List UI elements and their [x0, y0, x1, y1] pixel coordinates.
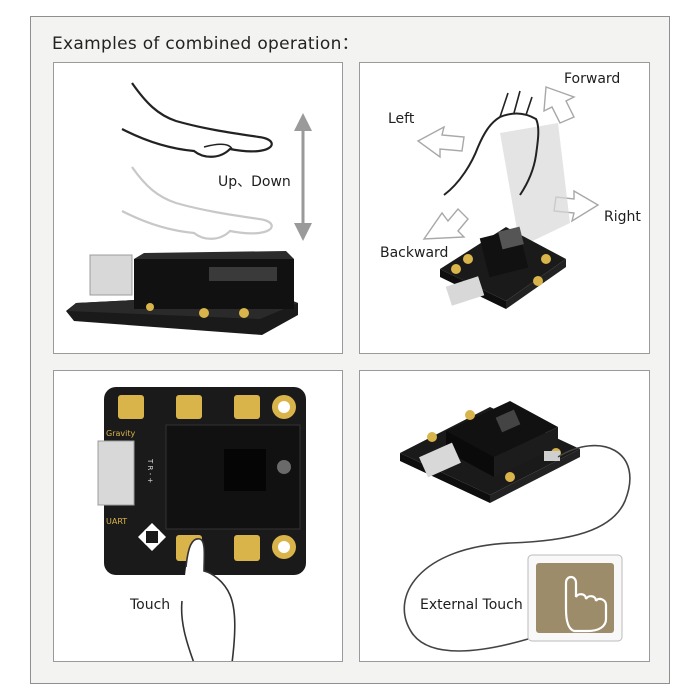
forward-label: Forward [564, 71, 621, 87]
board-pins-label: T R - + [146, 459, 154, 484]
connector [97, 440, 135, 506]
panel-directions: Forward Left Right Backward [359, 62, 650, 354]
external-touch-label: External Touch [420, 597, 523, 613]
right-label: Right [604, 209, 641, 225]
connector [89, 254, 133, 296]
external-touch-illustration [400, 401, 631, 652]
backward-arrow-icon [422, 207, 469, 240]
panel-external-touch: External Touch [359, 370, 650, 662]
panel-up-down: Up、Down [53, 62, 343, 354]
board-uart-label: UART [106, 517, 128, 526]
connector [419, 442, 461, 478]
hand-upper [121, 82, 273, 158]
directions-illustration [416, 86, 600, 309]
touch-illustration [97, 387, 306, 661]
up-down-label: Up、Down [218, 174, 291, 190]
left-label: Left [388, 111, 415, 127]
forward-arrow-icon [543, 86, 576, 124]
touch-pad-icon [176, 395, 202, 419]
touch-pad-icon [234, 535, 260, 561]
figure-title: Examples of combined operation： [52, 34, 359, 54]
backward-label: Backward [380, 245, 449, 261]
board-gravity-label: Gravity [106, 429, 136, 438]
touch-pad-icon [118, 395, 144, 419]
touch-pad-icon [234, 395, 260, 419]
pointer-hand-icon [564, 575, 608, 633]
direction-arrows-icon [138, 523, 166, 551]
left-arrow-icon [416, 125, 465, 159]
up-down-illustration [66, 82, 312, 335]
panel-touch: Gravity UART T R - + Touch [53, 370, 343, 662]
hand-lower-faded [121, 166, 273, 240]
wire [403, 444, 631, 652]
hand-icon [443, 112, 540, 196]
connector [445, 276, 485, 306]
touch-label: Touch [130, 597, 171, 613]
finger-icon [180, 538, 236, 661]
